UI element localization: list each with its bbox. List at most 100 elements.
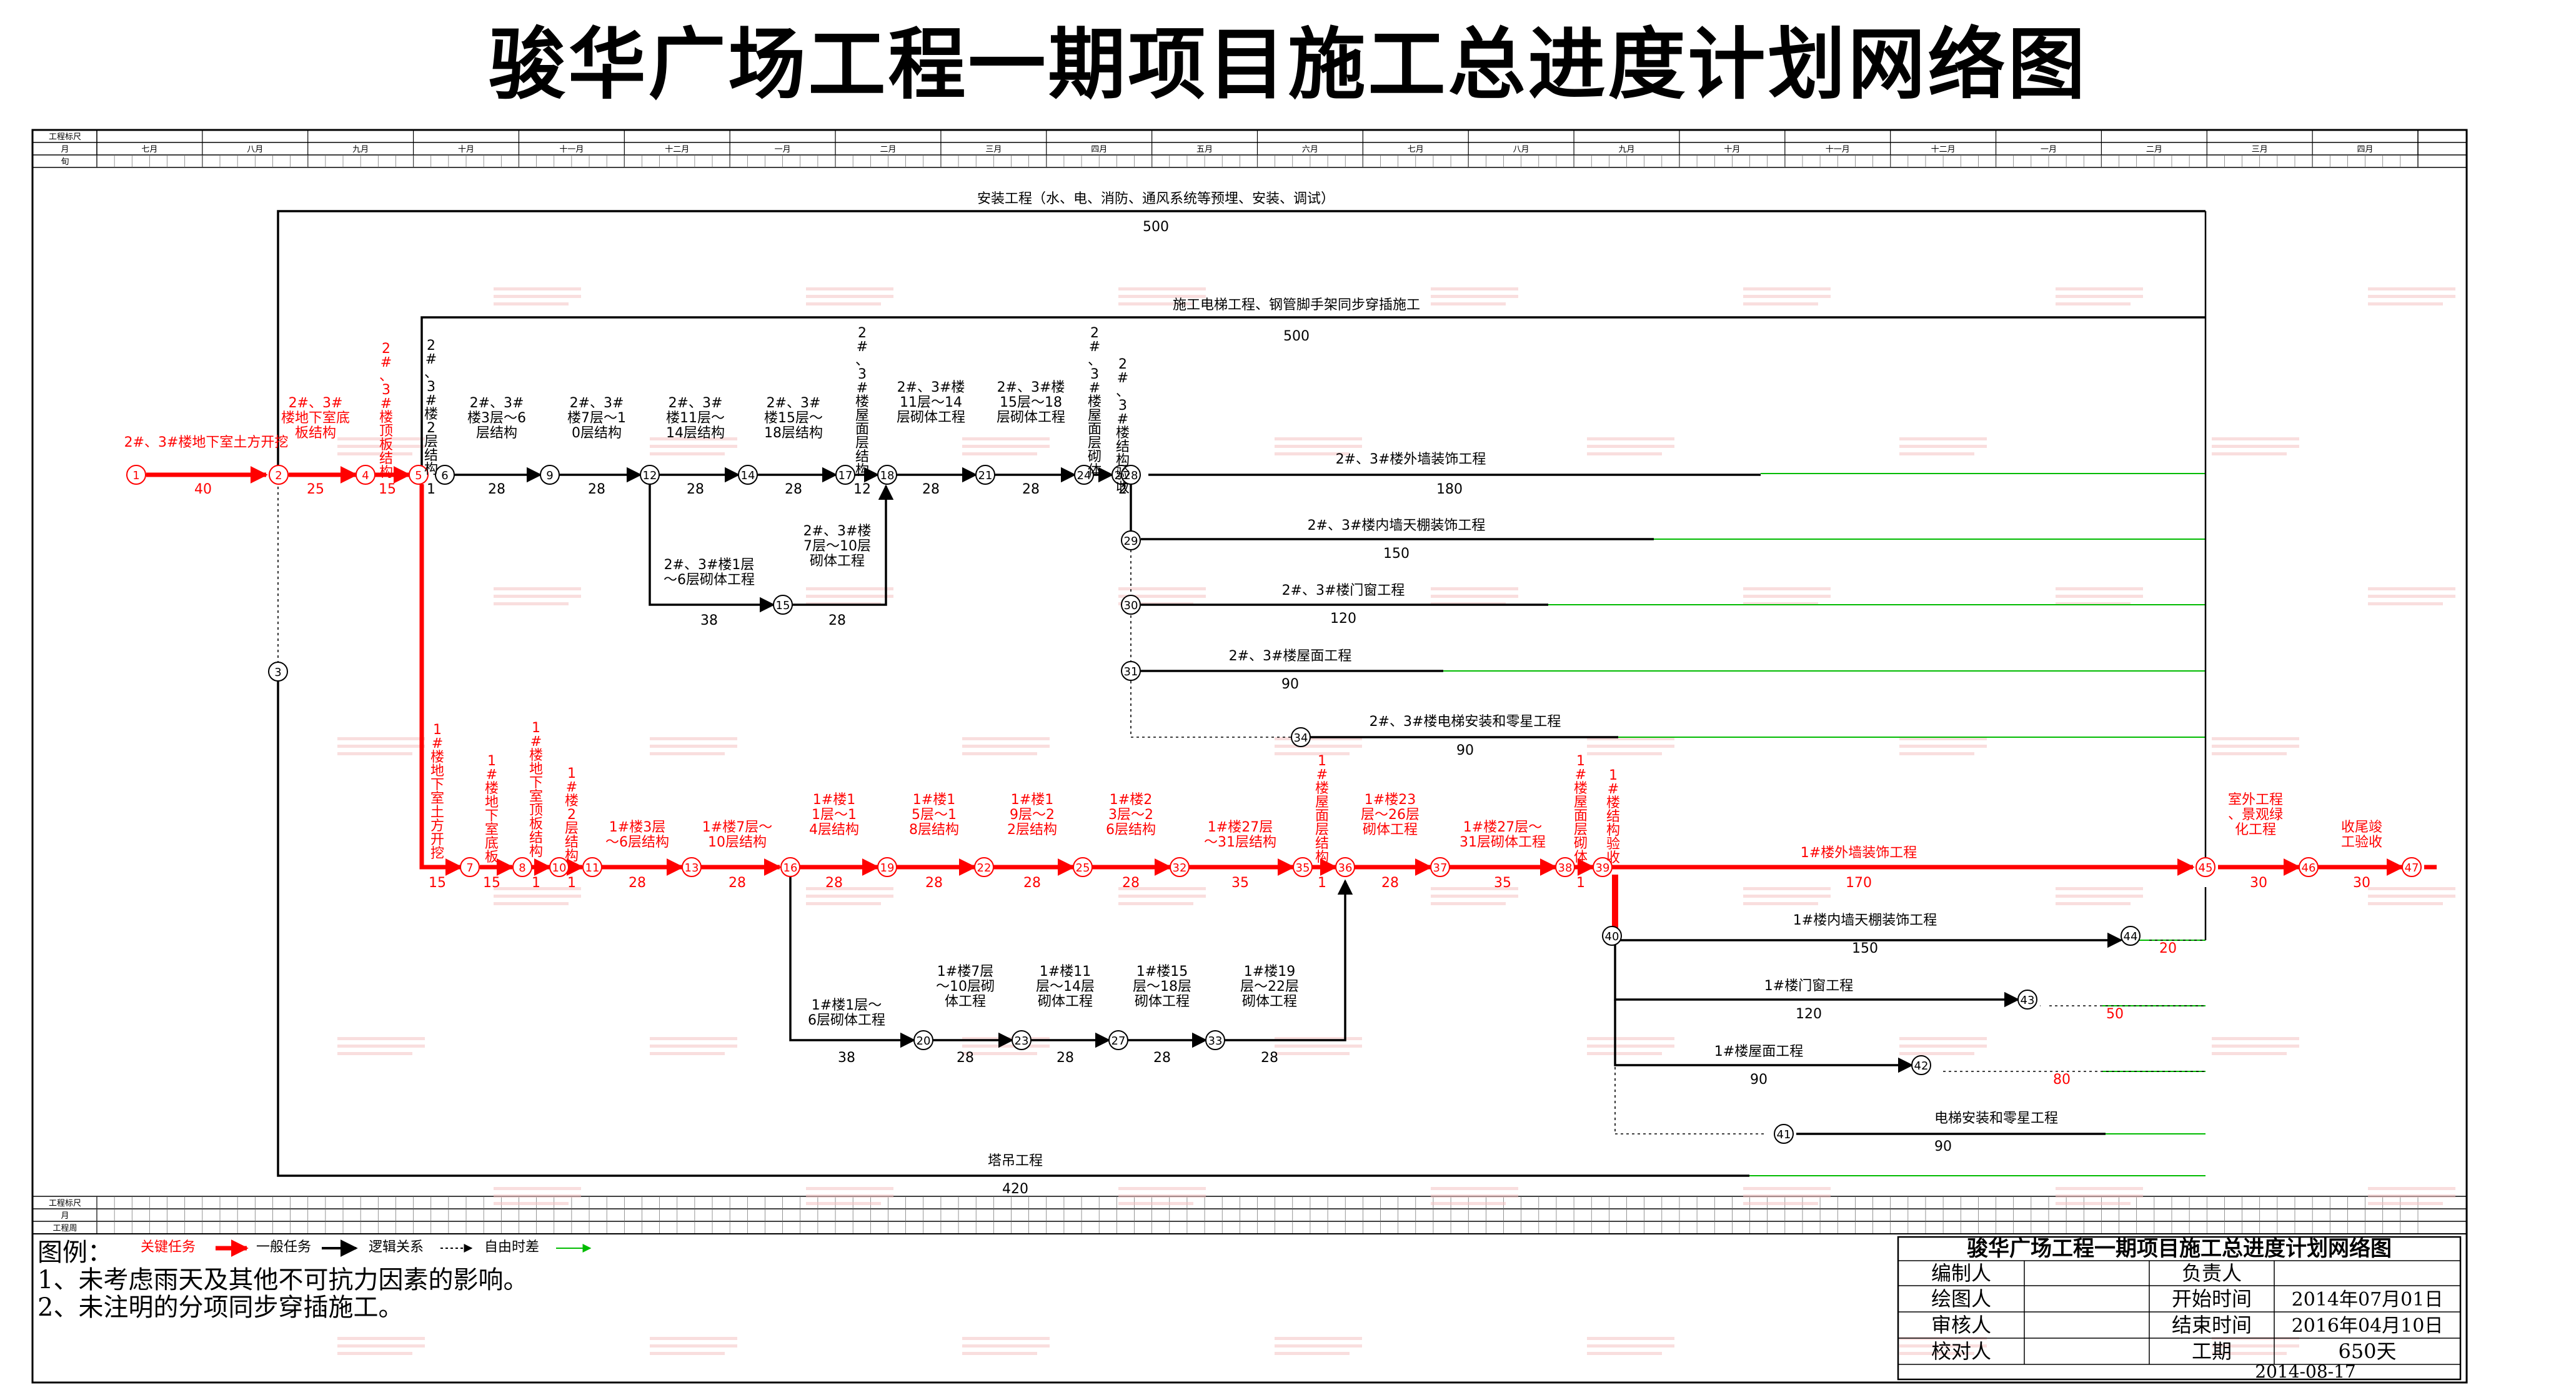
- watermark-mark: [1118, 1187, 1206, 1190]
- watermark-mark: [1587, 437, 1674, 440]
- watermark-mark: [2056, 602, 2131, 605]
- task-t40-44-dur: 150: [1852, 941, 1878, 956]
- node-31: 31: [1121, 661, 1141, 681]
- watermark-mark: [1431, 1194, 1518, 1198]
- task-t19-22-dur: 28: [925, 875, 943, 891]
- watermark-mark: [2212, 1037, 2299, 1040]
- watermark-mark: [650, 1037, 737, 1040]
- watermark-mark: [2368, 587, 2455, 590]
- watermark-mark: [1743, 295, 1831, 298]
- watermark-mark: [650, 1045, 737, 1048]
- watermark-mark: [1899, 745, 1987, 748]
- watermark-layer: [337, 287, 2455, 1355]
- task-t15-18-dur: 28: [828, 613, 846, 628]
- watermark-mark: [1587, 1052, 1662, 1055]
- task-t41-label: 电梯安装和零星工程: [1934, 1111, 2058, 1126]
- legend-normal-label: 一般任务: [256, 1239, 311, 1255]
- watermark-mark: [806, 302, 881, 305]
- task-t31-dur: 90: [1281, 677, 1299, 692]
- node-number: 17: [838, 469, 853, 482]
- watermark-mark: [650, 737, 737, 740]
- watermark-mark: [1743, 302, 1818, 305]
- node-21: 21: [975, 465, 995, 485]
- watermark-mark: [494, 595, 581, 598]
- task-t12-15-label: 2#、3#楼1层～6层砌体工程: [664, 557, 755, 588]
- watermark-mark: [806, 1187, 893, 1190]
- task-t32-35-label: 1#楼27层～31层结构: [1204, 820, 1276, 850]
- task-t5-7-label: 1#楼地下室土方开挖: [430, 722, 444, 861]
- title-block-title: 骏华广场工程一期项目施工总进度计划网络图: [1967, 1236, 2392, 1261]
- watermark-mark: [2212, 1045, 2299, 1048]
- node-number: 22: [977, 861, 992, 875]
- watermark-mark: [1118, 295, 1206, 298]
- node-10: 10: [549, 857, 569, 877]
- watermark-mark: [1587, 745, 1674, 748]
- legend-note-2: 2、未注明的分项同步穿插施工。: [37, 1293, 403, 1322]
- node-number: 10: [552, 861, 567, 875]
- task-t33-36-dur: 28: [1261, 1050, 1278, 1066]
- task-t20-23-label: 1#楼7层～10层砌体工程: [936, 964, 995, 1010]
- timeline-month: 七月: [141, 145, 157, 154]
- watermark-mark: [2212, 1052, 2287, 1055]
- watermark-mark: [1743, 895, 1831, 898]
- watermark-mark: [650, 452, 725, 455]
- task-t39-45-label: 1#楼外墙装饰工程: [1801, 845, 1917, 861]
- watermark-mark: [1899, 1037, 1987, 1040]
- watermark-mark: [494, 302, 569, 305]
- watermark-mark: [494, 1187, 581, 1190]
- watermark-mark: [337, 1052, 412, 1055]
- task-t17-18-dur: 12: [853, 482, 871, 497]
- task-t14-17-dur: 28: [785, 482, 802, 497]
- watermark-mark: [2056, 295, 2143, 298]
- title-block-date: 2014-08-17: [2255, 1361, 2355, 1382]
- task-t22-25-dur: 28: [1023, 875, 1041, 891]
- task-t7-8-dur: 15: [483, 875, 500, 891]
- legend-note-1: 1、未考虑雨天及其他不可抗力因素的影响。: [37, 1266, 528, 1294]
- timeline-month: 十一月: [559, 145, 584, 154]
- node-number: 42: [1914, 1060, 1929, 1073]
- node-number: 23: [1015, 1035, 1029, 1048]
- watermark-mark: [2368, 295, 2455, 298]
- watermark-mark: [1275, 737, 1362, 740]
- timeline-month: 六月: [1302, 145, 1318, 154]
- node-number: 14: [741, 469, 755, 482]
- node-44: 44: [2121, 926, 2141, 946]
- title-block-duration-value: 650天: [2338, 1339, 2396, 1363]
- task-t12-14-label: 2#、3#楼11层～14层结构: [666, 395, 725, 441]
- timeline-day-label: 旬: [61, 157, 69, 167]
- task-t26-28-dur: 2: [1118, 482, 1127, 497]
- node-28: 28: [1121, 465, 1141, 485]
- watermark-mark: [1431, 887, 1518, 890]
- watermark-mark: [962, 1045, 1050, 1048]
- watermark-mark: [494, 887, 581, 890]
- task-t39-45-dur: 170: [1846, 875, 1872, 891]
- watermark-mark: [2056, 895, 2143, 898]
- footer-month-label: 月: [61, 1211, 69, 1221]
- task-t8-10-dur: 1: [532, 875, 540, 891]
- watermark-mark: [337, 752, 412, 755]
- watermark-mark: [1743, 1194, 1831, 1198]
- node-27: 27: [1108, 1030, 1128, 1050]
- task-t34-dur: 90: [1456, 743, 1474, 758]
- watermark-mark: [962, 437, 1050, 440]
- timeline-month: 十一月: [1826, 145, 1850, 154]
- title-block-owner-label: 负责人: [2182, 1261, 2242, 1285]
- watermark-mark: [1743, 595, 1831, 598]
- node-number: 47: [2405, 861, 2419, 875]
- watermark-mark: [2056, 287, 2143, 290]
- task-crane-label: 塔吊工程: [988, 1153, 1043, 1169]
- task-t1-2-label: 2#、3#楼地下室土方开挖: [124, 435, 289, 450]
- timeline-month: 九月: [352, 145, 369, 154]
- drawing-frame: [31, 129, 2468, 1384]
- node-41: 41: [1774, 1124, 1794, 1144]
- task-t1-2-dur: 40: [194, 482, 212, 497]
- timeline-month: 八月: [247, 145, 263, 154]
- task-t12-15-dur: 38: [700, 613, 718, 628]
- watermark-mark: [2368, 1202, 2443, 1205]
- watermark-mark: [2368, 895, 2455, 898]
- title-block: [1897, 1236, 2462, 1381]
- node-5: 5: [409, 465, 429, 485]
- legend: 图例： 关键任务 一般任务 逻辑关系 自由时差 1、未考虑雨天及其他不可抗力因素…: [32, 1233, 2467, 1322]
